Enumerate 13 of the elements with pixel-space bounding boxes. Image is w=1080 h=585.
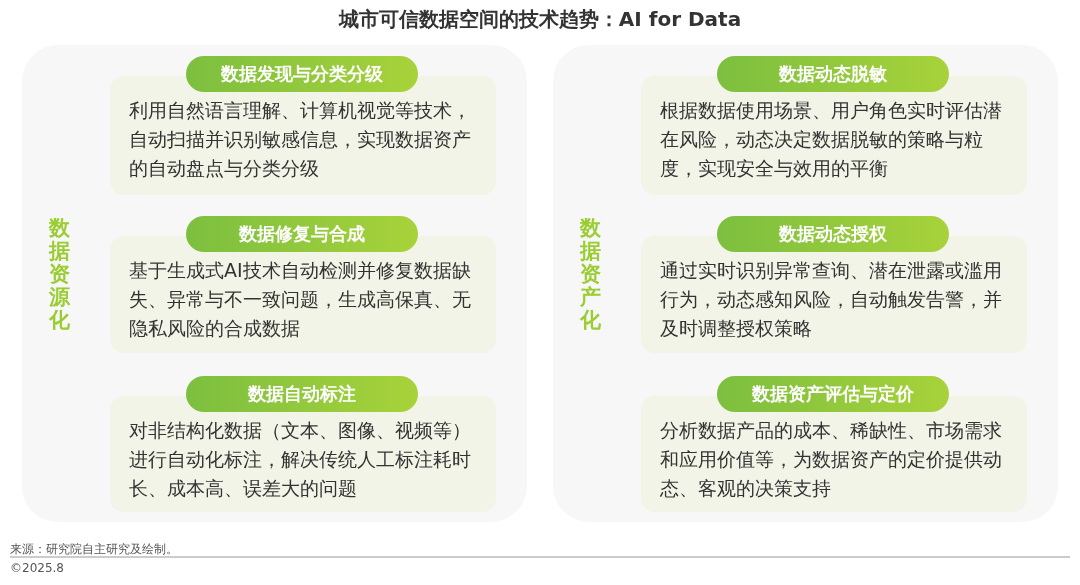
heading-pill: 数据动态脱敏 bbox=[717, 56, 949, 92]
group-panel bbox=[553, 45, 1058, 522]
group-panel bbox=[22, 45, 527, 522]
vertical-heading: 数据资源化 bbox=[49, 217, 70, 333]
copyright-note: ©2025.8 bbox=[10, 561, 64, 575]
diagram-title: 城市可信数据空间的技术趋势：AI for Data bbox=[337, 6, 743, 33]
source-note: 来源：研究院自主研究及绘制。 bbox=[10, 541, 178, 558]
heading-pill: 数据发现与分类分级 bbox=[186, 56, 418, 92]
heading-pill: 数据资产评估与定价 bbox=[717, 376, 949, 412]
vertical-heading: 数据资产化 bbox=[580, 217, 601, 333]
heading-pill: 数据动态授权 bbox=[717, 216, 949, 252]
heading-pill: 数据修复与合成 bbox=[186, 216, 418, 252]
heading-pill: 数据自动标注 bbox=[186, 376, 418, 412]
